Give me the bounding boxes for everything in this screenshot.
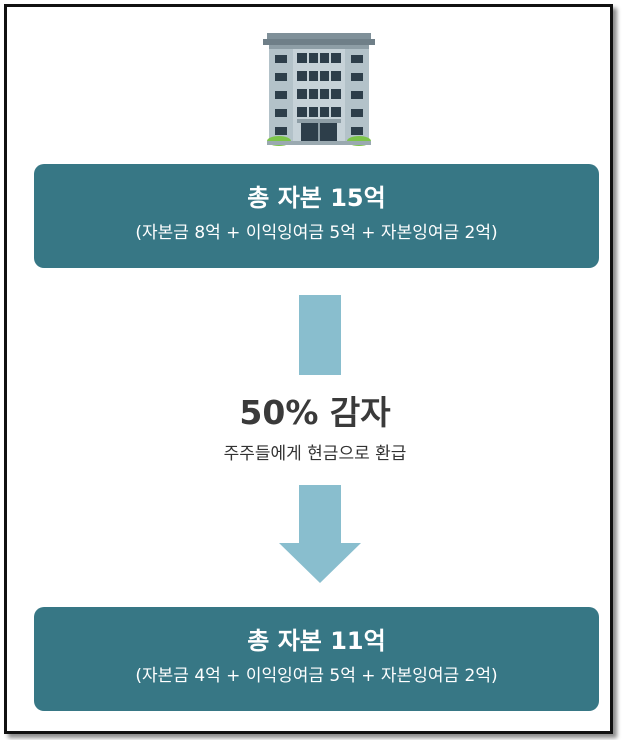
diagram-frame: 총 자본 15억 (자본금 8억 + 이익잉여금 5억 + 자본잉여금 2억) …	[4, 4, 613, 734]
reduction-title: 50% 감자	[239, 393, 391, 432]
arrow-shaft	[299, 295, 341, 375]
bottom-capital-detail: (자본금 4억 + 이익잉여금 5억 + 자본잉여금 2억)	[135, 666, 498, 686]
top-capital-title: 총 자본 15억	[247, 184, 386, 212]
bottom-capital-title: 총 자본 11억	[247, 627, 386, 655]
top-capital-box: 총 자본 15억 (자본금 8억 + 이익잉여금 5억 + 자본잉여금 2억)	[34, 164, 599, 268]
office-building-icon	[263, 33, 375, 146]
bottom-capital-box: 총 자본 11억 (자본금 4억 + 이익잉여금 5억 + 자본잉여금 2억)	[34, 607, 599, 711]
top-capital-detail: (자본금 8억 + 이익잉여금 5억 + 자본잉여금 2억)	[135, 223, 498, 243]
arrow-down-icon	[279, 485, 361, 583]
reduction-subtitle: 주주들에게 현금으로 환급	[223, 444, 407, 464]
